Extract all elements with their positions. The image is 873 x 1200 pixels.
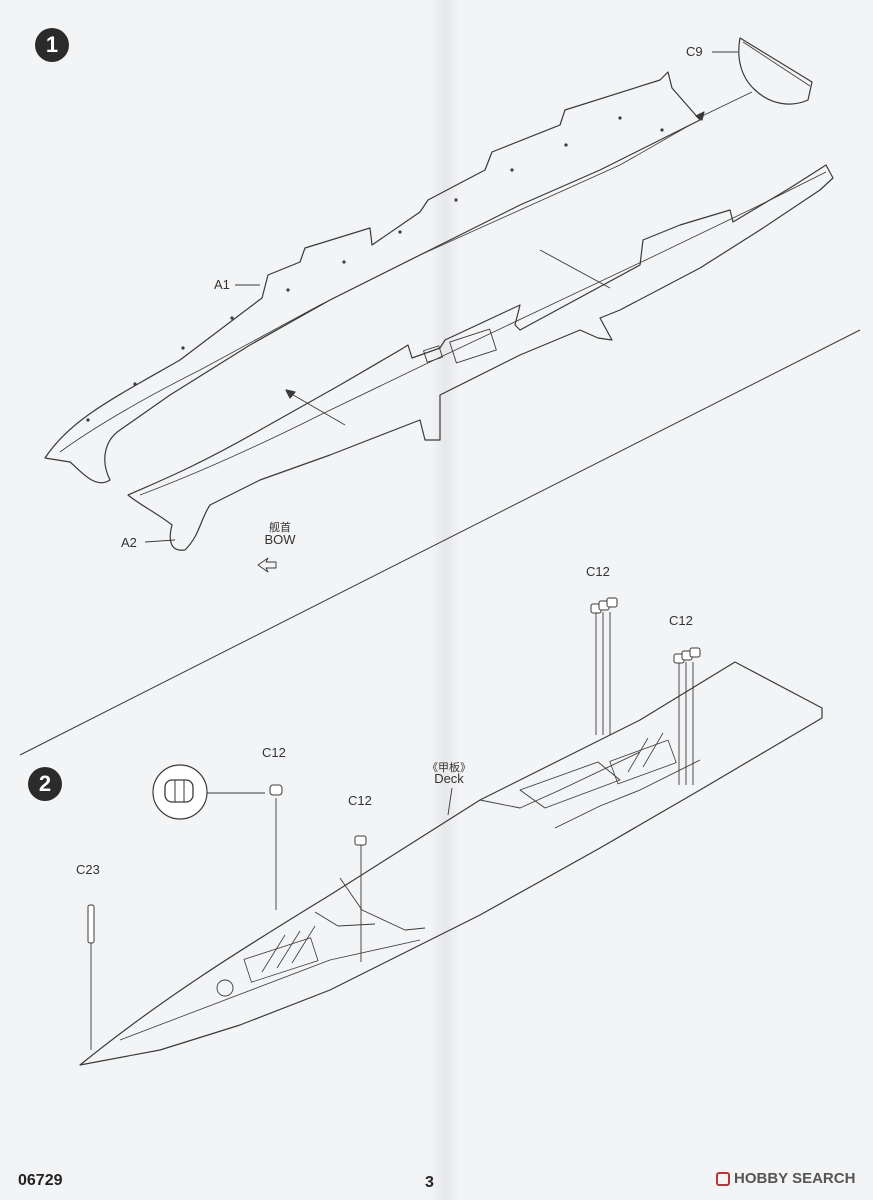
step-2-badge: 2 [28,767,62,801]
part-label-c12-right: C12 [669,613,693,628]
part-label-c12-mid: C12 [262,745,286,760]
part-label-c12-small: C12 [348,793,372,808]
part-label-a1: A1 [214,277,230,292]
hobby-search-logo-icon [716,1171,730,1186]
bow-label-cn: 舰首 [269,522,291,534]
deck-label-cn: 《甲板》 [427,762,471,774]
step-divider [19,329,861,756]
deck-plate [79,661,823,1066]
stern-c9 [738,37,813,105]
step-1-badge: 1 [35,28,69,62]
hull-a1 [44,71,701,484]
model-code: 06729 [18,1172,63,1189]
deck-label-en: Deck [434,771,464,786]
watermark: HOBBY SEARCH [716,1170,855,1187]
part-label-a2: A2 [121,535,137,550]
part-label-c9: C9 [686,44,703,59]
page-number: 3 [425,1174,434,1191]
watermark-text: HOBBY SEARCH [734,1170,856,1187]
hull-a2 [127,164,834,551]
bow-label-en: BOW [264,532,296,547]
part-label-c23: C23 [76,862,100,877]
part-label-c12-top: C12 [586,564,610,579]
